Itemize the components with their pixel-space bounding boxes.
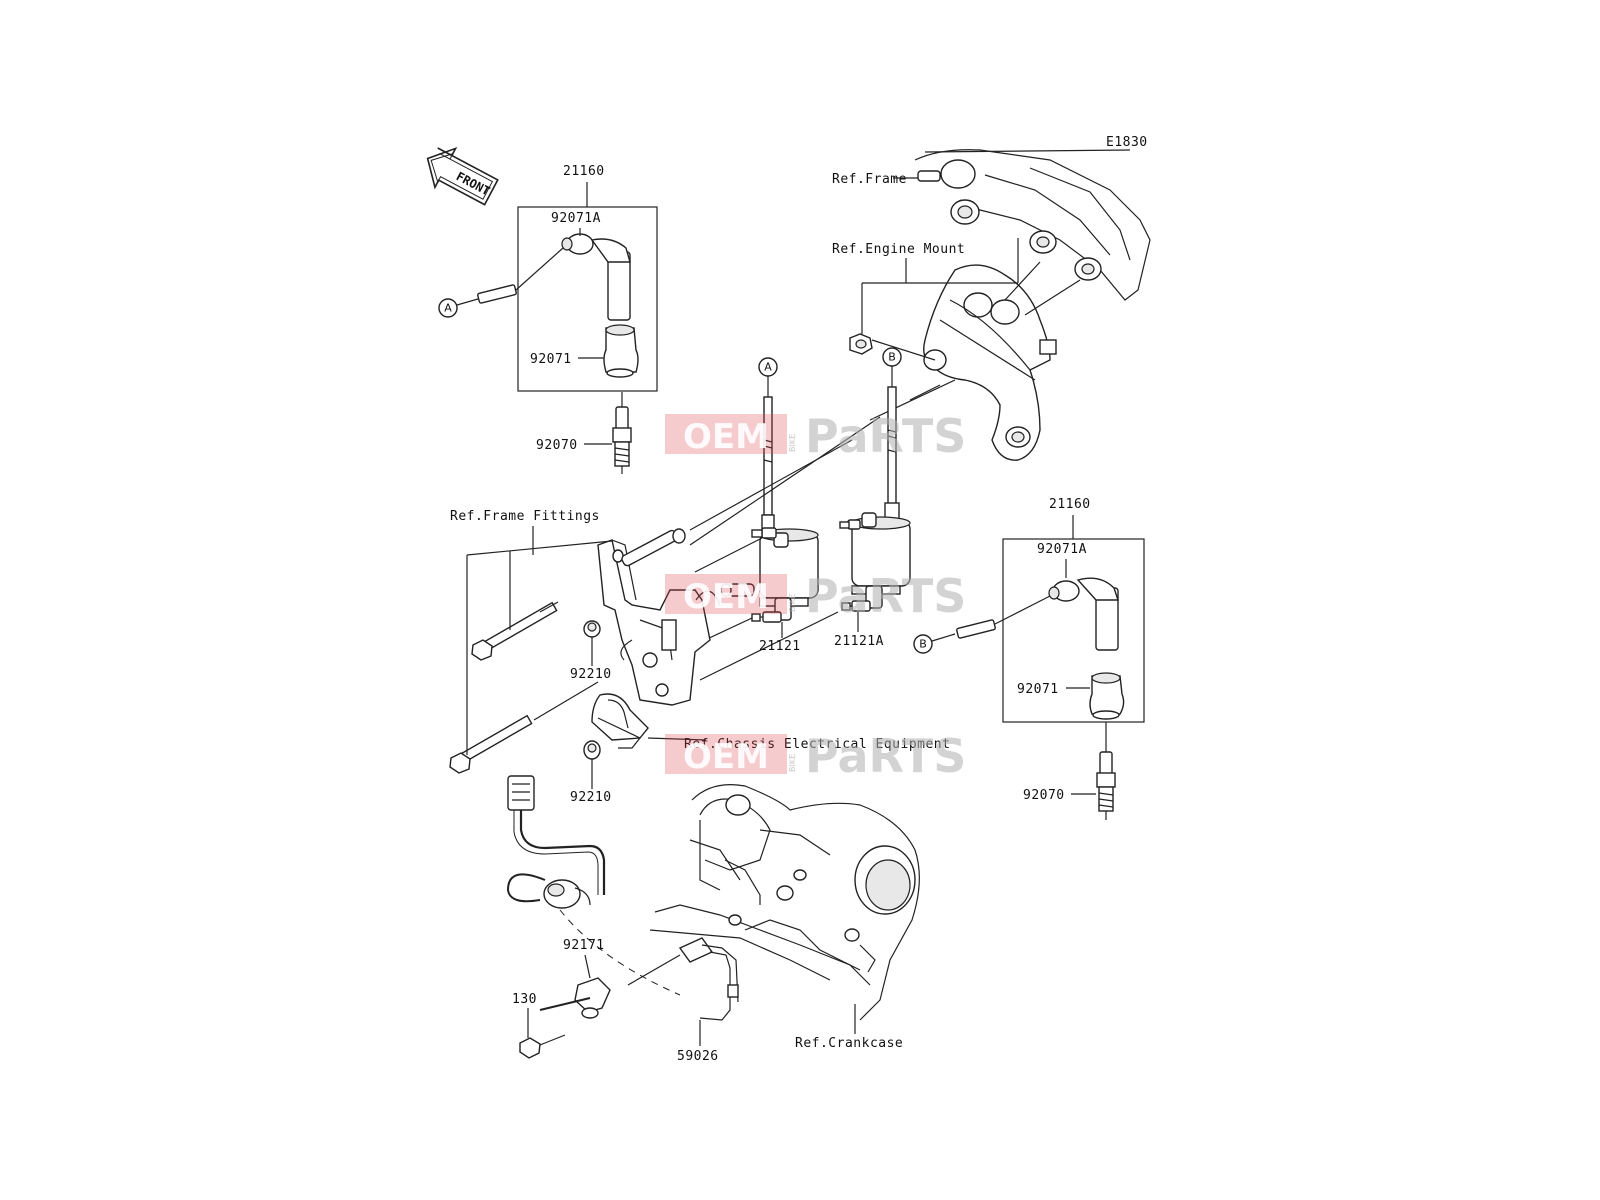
pickup-coil-harness (506, 775, 606, 909)
label-ref-frame-fittings: Ref.Frame Fittings (450, 509, 600, 524)
spark-plug-cap-group-right: B (913, 515, 1145, 820)
connector-b-right (913, 634, 933, 654)
engine-mount-nut (849, 333, 936, 361)
spark-plug-left (612, 392, 632, 474)
plug-cap-seal-left (603, 327, 639, 373)
ignition-coil-21121A (839, 512, 911, 612)
frame-fitting-rod (621, 439, 853, 567)
watermark-brand-mid-middle: BIKE (788, 594, 797, 612)
spark-plug-right (1096, 722, 1116, 820)
nut-92210-bottom (583, 740, 601, 760)
front-arrow-icon: FRONT (426, 146, 499, 206)
label-ref-engine-mount: Ref.Engine Mount (832, 242, 965, 257)
label-92070-left: 92070 (536, 438, 578, 453)
guide-59026 (678, 937, 739, 1021)
label-92210-top: 92210 (570, 667, 612, 682)
wiring-route-dashed (559, 909, 681, 996)
watermark-brand-left-top: OEM (683, 417, 769, 457)
watermark-brand-mid-bottom: BIKE (788, 754, 797, 772)
label-59026: 59026 (677, 1049, 719, 1064)
harness-connector (507, 775, 535, 811)
watermark-brand-mid-top: BIKE (788, 434, 797, 452)
watermark-brand-left-bottom: OEM (683, 737, 769, 777)
label-92071A-left: 92071A (551, 211, 601, 226)
label-92071A-right: 92071A (1037, 542, 1087, 557)
connector-a-left-label: A (444, 302, 452, 315)
watermark-top: OEM BIKE PaRTS (665, 409, 966, 463)
watermark-brand-right-top: PaRTS (805, 409, 966, 463)
watermark-bottom: OEM BIKE PaRTS (665, 729, 966, 783)
watermark-brand-right-middle: PaRTS (805, 569, 966, 623)
label-ref-crankcase: Ref.Crankcase (795, 1036, 903, 1051)
label-92070-right: 92070 (1023, 788, 1065, 803)
frame-section (914, 149, 1151, 301)
diagram-code: E1830 (1106, 135, 1148, 150)
label-92171: 92171 (563, 938, 605, 953)
crankcase-section (649, 784, 920, 1021)
watermark-brand-right-bottom: PaRTS (805, 729, 966, 783)
label-21160-right: 21160 (1049, 497, 1091, 512)
plug-cap-seal-right (1089, 675, 1125, 715)
label-92071-left: 92071 (530, 352, 572, 367)
pickup-sensor-92171 (539, 977, 611, 1019)
ignition-coil-21121 (751, 527, 819, 623)
watermark-brand-left-middle: OEM (683, 577, 769, 617)
frame-bolt-bottom (449, 681, 599, 774)
label-ref-frame: Ref.Frame (832, 172, 907, 187)
label-130: 130 (512, 992, 537, 1007)
bolt-130 (519, 1034, 566, 1059)
nut-92210-top (583, 620, 601, 638)
connector-b-right-label: B (919, 638, 927, 651)
label-ref-chassis: Ref.Chassis Electrical Equipment (684, 737, 950, 752)
label-21121: 21121 (759, 639, 801, 654)
label-21160-left: 21160 (563, 164, 605, 179)
spark-plug-cap-group-left: A (438, 182, 658, 474)
watermark-middle: OEM BIKE PaRTS (665, 569, 966, 623)
connector-a-coil-label: A (764, 361, 772, 374)
engine-mount-bracket (869, 261, 1081, 461)
coil-mounting-bracket (597, 539, 755, 706)
connector-b-coil-label: B (888, 351, 896, 364)
chassis-electrical-bracket (591, 693, 649, 749)
label-92071-right: 92071 (1017, 682, 1059, 697)
label-92210-bottom: 92210 (570, 790, 612, 805)
frame-bolt-top (471, 601, 559, 661)
label-21121A: 21121A (834, 634, 884, 649)
connector-a-left (438, 298, 458, 318)
